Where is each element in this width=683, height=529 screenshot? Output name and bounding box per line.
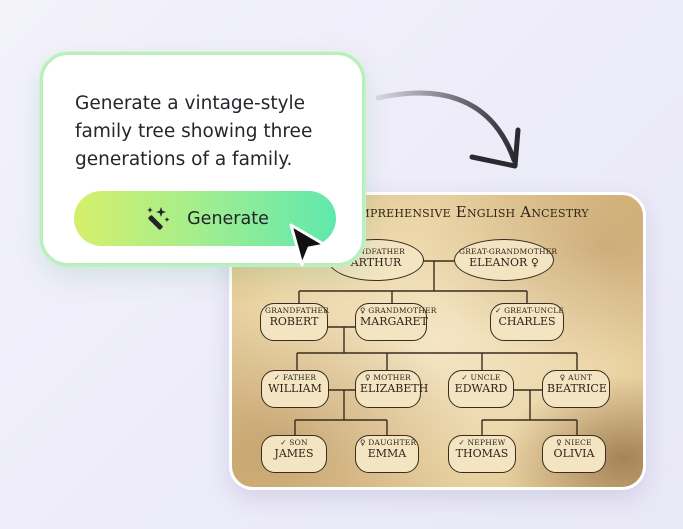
node-role: ♀ Aunt xyxy=(559,373,593,382)
node-name: Robert xyxy=(269,314,319,328)
node-name: Arthur xyxy=(350,255,402,269)
tree-node-margaret: ♀ Grandmother Margaret xyxy=(355,303,437,341)
node-role: ♀ Mother xyxy=(365,373,411,382)
node-role: ✓ Uncle xyxy=(461,373,501,382)
tree-node-beatrice: ♀ Aunt Beatrice xyxy=(542,370,610,408)
female-symbol-icon: ♀ xyxy=(360,306,366,315)
curved-arrow-icon xyxy=(375,90,521,169)
tree-node-eleanor: Great-Grandmother Eleanor ♀ xyxy=(454,239,558,281)
tree-node-james: ✓ Son James xyxy=(261,435,327,473)
female-symbol-icon: ♀ xyxy=(360,438,366,447)
male-symbol-icon: ✓ xyxy=(273,373,281,382)
node-name: Margaret xyxy=(360,314,428,328)
node-name: Charles xyxy=(498,314,556,328)
node-name: Thomas xyxy=(455,446,509,460)
tree-node-william: ✓ Father William xyxy=(261,370,329,408)
family-tree-image: age: A Comprehensive English Ancestry ra… xyxy=(229,192,646,490)
node-role: randfather xyxy=(347,247,405,256)
tree-node-elizabeth: ♀ Mother Elizabeth xyxy=(355,370,429,408)
female-symbol-icon: ♀ xyxy=(365,373,371,382)
tree-node-edward: ✓ Uncle Edward xyxy=(448,370,514,408)
node-name: William xyxy=(268,381,322,395)
female-symbol-icon: ♀ xyxy=(556,438,562,447)
node-role: ♀ Daughter xyxy=(360,438,417,447)
node-name: Eleanor ♀ xyxy=(469,255,539,269)
prompt-text: Generate a vintage-style family tree sho… xyxy=(75,93,313,170)
male-symbol-icon: ✓ xyxy=(495,306,502,315)
generate-button-label: Generate xyxy=(187,208,269,229)
node-name: Edward xyxy=(454,381,508,395)
node-name: Elizabeth xyxy=(360,381,429,395)
node-role: ♀ Niece xyxy=(556,438,592,447)
female-symbol-icon: ♀ xyxy=(559,373,566,382)
node-name: Olivia xyxy=(553,446,595,460)
node-role: Grandfather xyxy=(265,306,330,315)
node-role: Great-Grandmother xyxy=(459,247,558,256)
tree-node-emma: ♀ Daughter Emma xyxy=(355,435,419,473)
node-role: ✓ Great-Uncle xyxy=(495,306,565,315)
tree-connectors xyxy=(294,260,578,435)
node-role: ♀ Grandmother xyxy=(360,306,437,315)
mouse-cursor-icon xyxy=(289,223,327,267)
female-symbol-icon: ♀ xyxy=(530,255,539,269)
male-symbol-icon: ✓ xyxy=(458,438,465,447)
prompt-card: Generate a vintage-style family tree sho… xyxy=(40,52,365,266)
node-role: ✓ Son xyxy=(280,438,308,447)
generate-button[interactable]: Generate xyxy=(74,191,336,246)
male-symbol-icon: ✓ xyxy=(461,373,468,382)
tree-node-thomas: ✓ Nephew Thomas xyxy=(448,435,516,473)
node-name: Emma xyxy=(367,446,407,460)
node-role: ✓ Father xyxy=(273,373,317,382)
node-name: Beatrice xyxy=(547,381,607,395)
magic-wand-icon xyxy=(147,206,170,230)
male-symbol-icon: ✓ xyxy=(280,438,287,447)
node-name: James xyxy=(274,446,314,460)
tree-node-charles: ✓ Great-Uncle Charles xyxy=(490,303,564,341)
tree-node-robert: Grandfather Robert xyxy=(260,303,330,341)
tree-node-olivia: ♀ Niece Olivia xyxy=(542,435,606,473)
node-role: ✓ Nephew xyxy=(458,438,506,447)
